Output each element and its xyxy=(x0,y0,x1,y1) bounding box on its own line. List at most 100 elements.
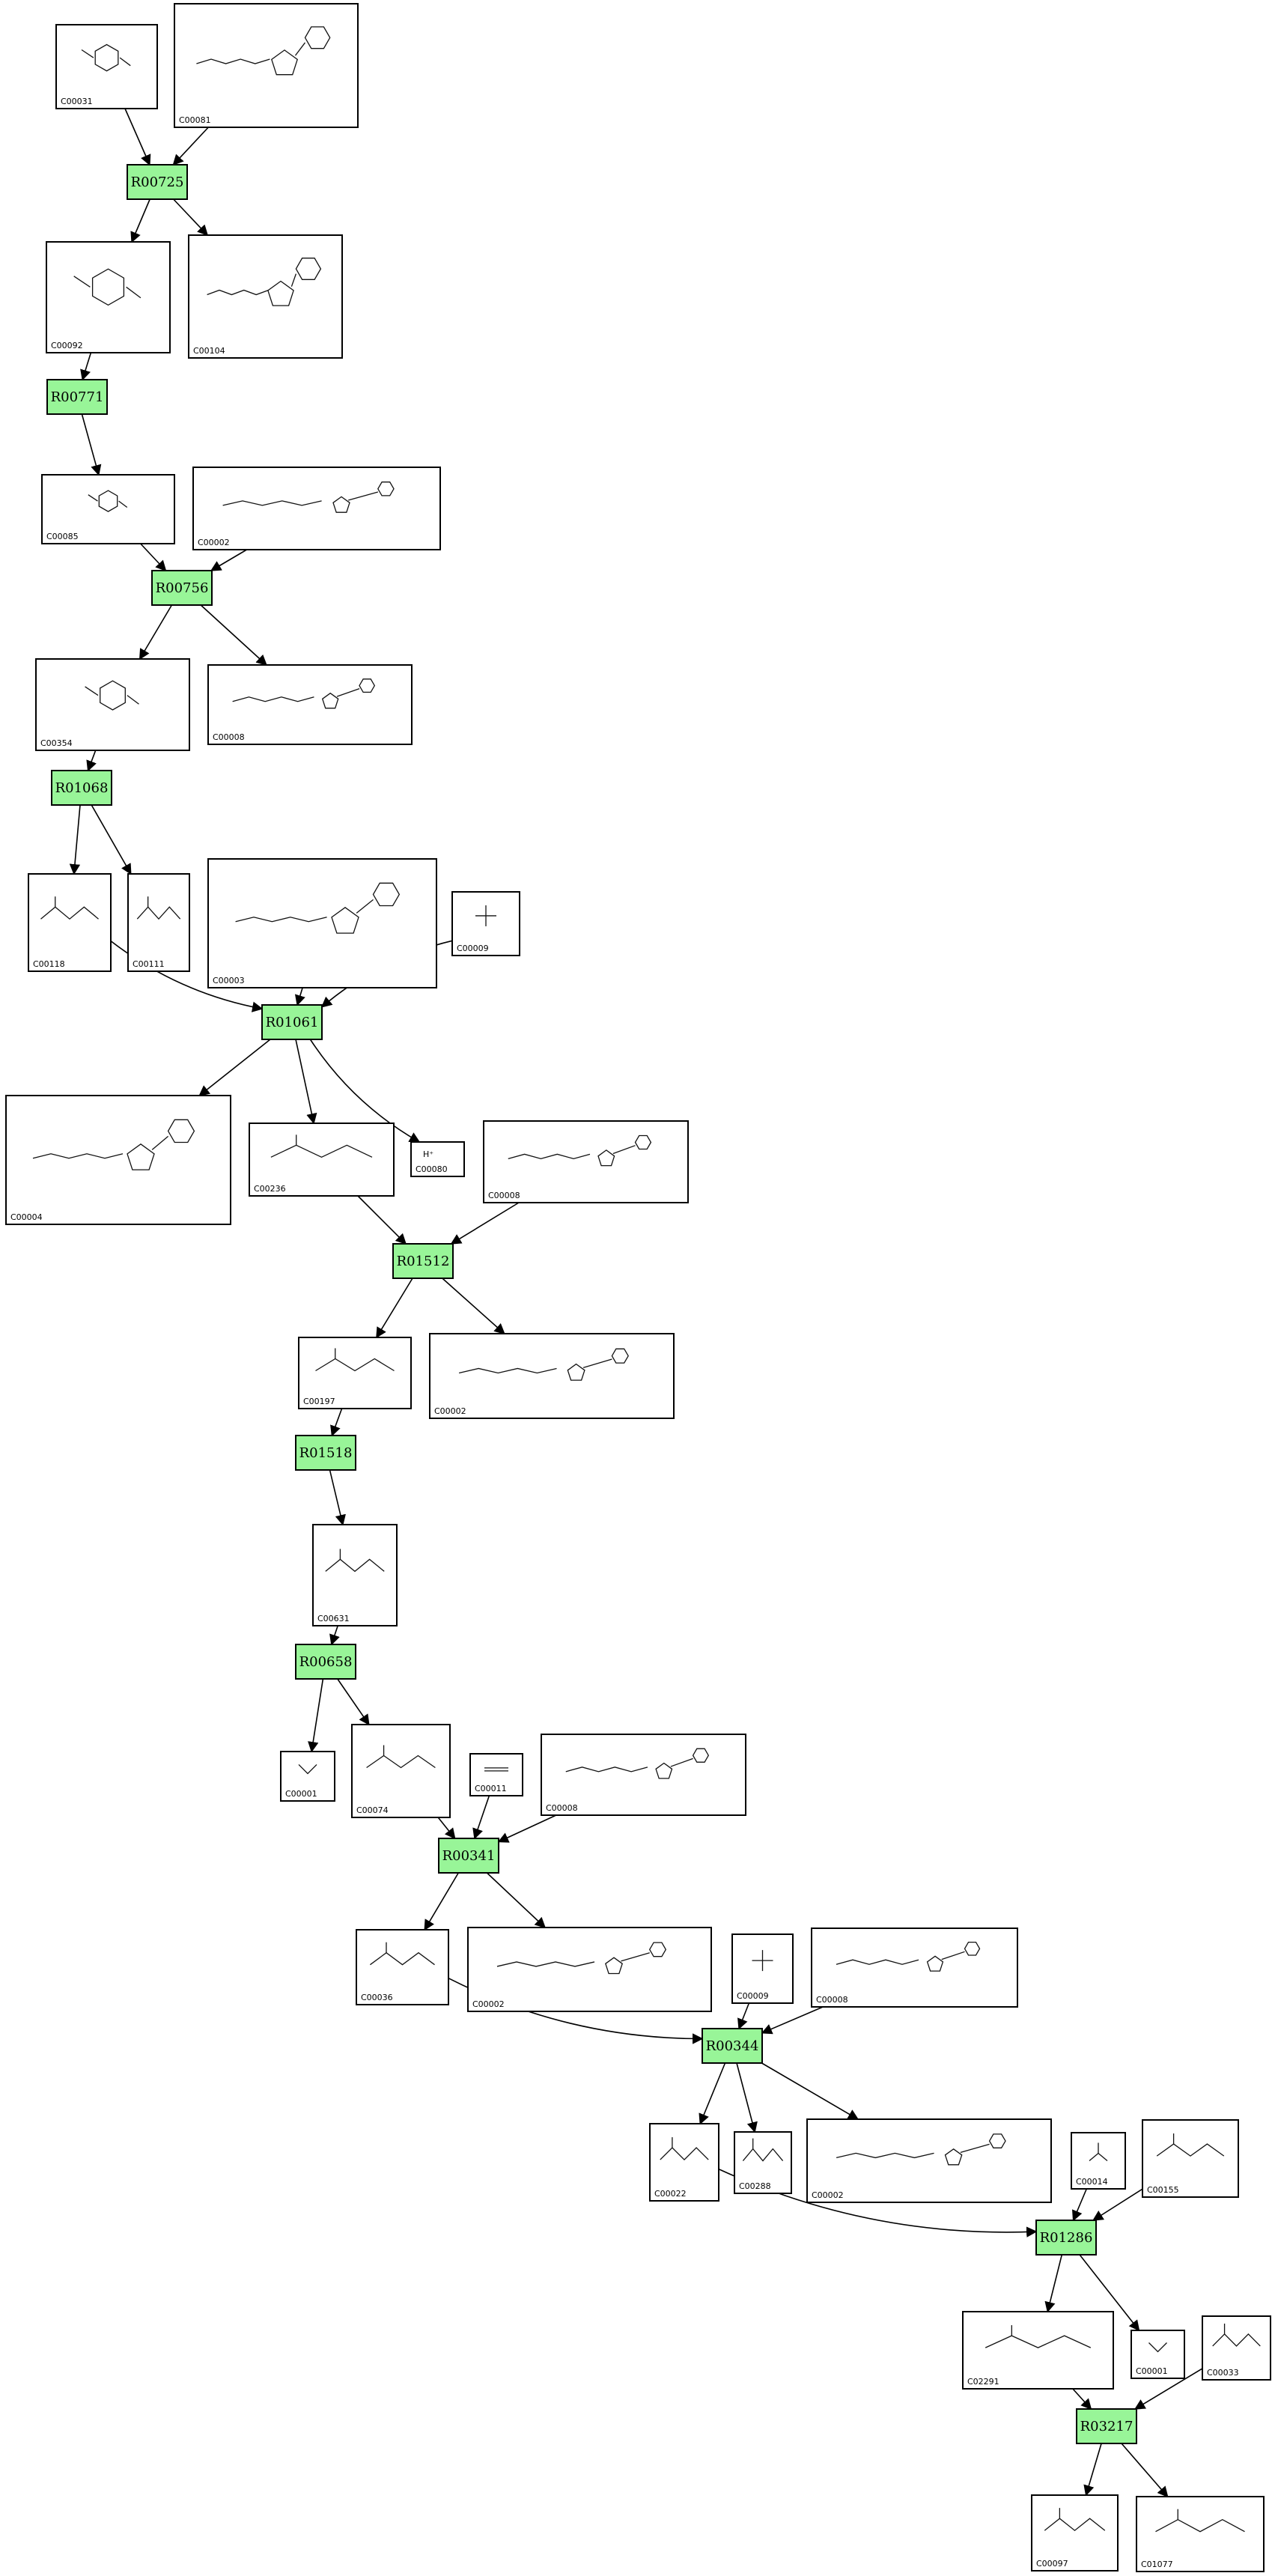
compound-node-c00097[interactable]: C00097 xyxy=(1031,2494,1119,2572)
compound-id: C00009 xyxy=(737,1991,769,2001)
molecule-structure xyxy=(298,1764,317,1775)
compound-node-c00080[interactable]: H⁺C00080 xyxy=(410,1141,465,1177)
reaction-id: R01518 xyxy=(299,1445,353,1461)
compound-node-c00002[interactable]: C00002 xyxy=(467,1927,712,2012)
reaction-node-r01512[interactable]: R01512 xyxy=(392,1243,454,1279)
compound-node-c00074[interactable]: C00074 xyxy=(351,1724,451,1818)
reaction-node-r01518[interactable]: R01518 xyxy=(295,1435,356,1471)
compound-node-c00008[interactable]: C00008 xyxy=(483,1120,689,1203)
reaction-box xyxy=(702,2028,763,2064)
edge-arrow xyxy=(1133,2368,1203,2410)
edge-arrow xyxy=(69,804,81,875)
compound-box xyxy=(806,2118,1052,2203)
reaction-node-r03217[interactable]: R03217 xyxy=(1076,2408,1137,2444)
edge-arrow xyxy=(761,2006,824,2035)
compound-node-c00197[interactable]: C00197 xyxy=(298,1337,412,1409)
compound-node-c02291[interactable]: C02291 xyxy=(962,2311,1114,2390)
compound-node-c00111[interactable]: C00111 xyxy=(127,873,190,972)
edge-arrow xyxy=(81,413,102,476)
compound-node-c00631[interactable]: C00631 xyxy=(312,1524,398,1626)
edge-arrow xyxy=(295,1039,317,1125)
molecule-structure xyxy=(1044,2508,1106,2532)
compound-box xyxy=(410,1141,465,1177)
compound-node-c00004[interactable]: C00004 xyxy=(5,1095,231,1225)
reaction-node-r01068[interactable]: R01068 xyxy=(51,770,112,806)
compound-node-c00009[interactable]: C00009 xyxy=(451,891,520,956)
reaction-box xyxy=(392,1243,454,1279)
compound-node-c00002[interactable]: C00002 xyxy=(429,1333,675,1419)
compound-id: C00001 xyxy=(285,1789,317,1799)
edge-arrow xyxy=(1044,2254,1063,2313)
reaction-box xyxy=(438,1838,499,1874)
reaction-id: R00756 xyxy=(156,580,209,596)
compound-node-c00003[interactable]: C00003 xyxy=(207,858,437,988)
compound-node-c00031[interactable]: C00031 xyxy=(55,24,158,109)
compound-id: C00081 xyxy=(179,115,211,125)
edge-arrow xyxy=(1072,2388,1092,2411)
compound-box xyxy=(649,2123,719,2202)
compound-box xyxy=(1031,2494,1119,2572)
reaction-node-r01061[interactable]: R01061 xyxy=(261,1004,323,1040)
compound-node-c00354[interactable]: C00354 xyxy=(35,658,190,751)
compound-node-c00104[interactable]: C00104 xyxy=(188,234,343,359)
compound-node-c00011[interactable]: C00011 xyxy=(469,1753,523,1796)
compound-id: C00008 xyxy=(213,732,245,742)
compound-node-c00002[interactable]: C00002 xyxy=(192,467,441,550)
compound-id: C00008 xyxy=(488,1191,520,1200)
edge-arrow xyxy=(376,1278,413,1339)
compound-id: C00631 xyxy=(317,1614,350,1623)
compound-node-c00002[interactable]: C00002 xyxy=(806,2118,1052,2203)
compound-box xyxy=(467,1927,712,2012)
compound-box xyxy=(5,1095,231,1225)
edge-arrow xyxy=(124,108,151,166)
compound-node-c01077[interactable]: C01077 xyxy=(1136,2496,1265,2572)
reaction-box xyxy=(295,1435,356,1471)
compound-node-c00288[interactable]: C00288 xyxy=(734,2131,792,2194)
reaction-node-r00344[interactable]: R00344 xyxy=(702,2028,763,2064)
compound-node-c00081[interactable]: C00081 xyxy=(174,3,359,128)
edge-arrow xyxy=(337,1678,370,1726)
compound-node-c00014[interactable]: C00014 xyxy=(1071,2132,1126,2190)
compound-node-c00001[interactable]: C00001 xyxy=(1131,2330,1185,2379)
reaction-node-r00771[interactable]: R00771 xyxy=(46,379,108,415)
edge-arrow xyxy=(357,1195,407,1245)
edge-arrow xyxy=(130,198,150,243)
edge-arrow xyxy=(737,2002,750,2030)
compound-node-c00155[interactable]: C00155 xyxy=(1142,2119,1239,2198)
compound-box xyxy=(46,241,171,353)
compound-node-c00033[interactable]: C00033 xyxy=(1202,2315,1271,2381)
compound-node-c00036[interactable]: C00036 xyxy=(356,1929,449,2005)
edge-arrow xyxy=(450,1202,520,1245)
edge-arrow xyxy=(1079,2254,1140,2332)
molecule-structure xyxy=(508,1134,652,1167)
reaction-node-r00341[interactable]: R00341 xyxy=(438,1838,499,1874)
reaction-node-r00725[interactable]: R00725 xyxy=(127,164,188,200)
compound-node-c00008[interactable]: C00008 xyxy=(811,1928,1018,2008)
compound-node-c00008[interactable]: C00008 xyxy=(541,1734,746,1816)
compound-node-c00092[interactable]: C00092 xyxy=(46,241,171,353)
reaction-node-r00756[interactable]: R00756 xyxy=(151,570,213,606)
compound-node-c00118[interactable]: C00118 xyxy=(28,873,112,972)
reaction-box xyxy=(127,164,188,200)
molecule-structure xyxy=(325,1549,385,1573)
compound-id: C00118 xyxy=(33,959,65,969)
compound-box xyxy=(207,858,437,988)
compound-node-c00236[interactable]: C00236 xyxy=(249,1123,395,1197)
compound-node-c00085[interactable]: C00085 xyxy=(41,474,175,544)
edge-arrow xyxy=(198,1039,271,1096)
edge-arrow xyxy=(736,2062,758,2133)
reaction-node-r00658[interactable]: R00658 xyxy=(295,1644,356,1680)
compound-id: C00036 xyxy=(361,1993,393,2002)
compound-node-c00009[interactable]: C00009 xyxy=(731,1933,794,2004)
edge-arrow xyxy=(330,1408,343,1437)
edge-arrow xyxy=(472,1795,490,1840)
reaction-node-r01286[interactable]: R01286 xyxy=(1035,2220,1097,2255)
compound-id: C00001 xyxy=(1136,2366,1168,2376)
compound-node-c00001[interactable]: C00001 xyxy=(280,1751,335,1802)
compound-box xyxy=(541,1734,746,1816)
molecule-structure xyxy=(1155,2509,1245,2533)
reaction-box xyxy=(151,570,213,606)
reaction-box xyxy=(1076,2408,1137,2444)
compound-node-c00022[interactable]: C00022 xyxy=(649,2123,719,2202)
compound-node-c00008[interactable]: C00008 xyxy=(207,664,413,745)
